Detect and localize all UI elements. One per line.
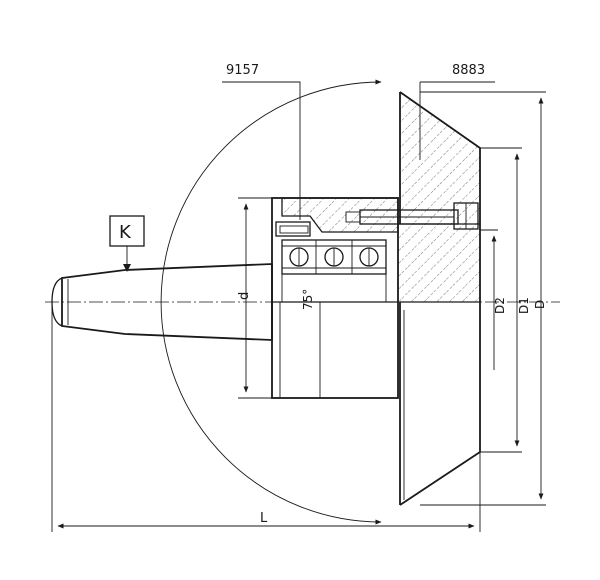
d-label: d [237,292,252,300]
dimension-D [420,91,546,506]
part-number-8883: 8883 [452,63,485,78]
dimension-d2 [480,229,498,370]
part-number-9157: 9157 [226,63,259,78]
d2-label: D2 [493,297,507,314]
D-label: D [533,300,547,309]
angle-label: 75° [301,289,315,310]
k-label: K [119,222,132,243]
dimension-d [238,197,398,399]
L-label: L [260,511,268,526]
leader-lines [222,81,495,220]
angle-arc [160,79,382,525]
dimension-L [51,302,481,532]
d1-label: D1 [517,297,531,314]
dimension-d1 [480,147,522,453]
k-marker [109,215,145,272]
cone-head [398,91,481,506]
bearing-set [281,239,387,303]
